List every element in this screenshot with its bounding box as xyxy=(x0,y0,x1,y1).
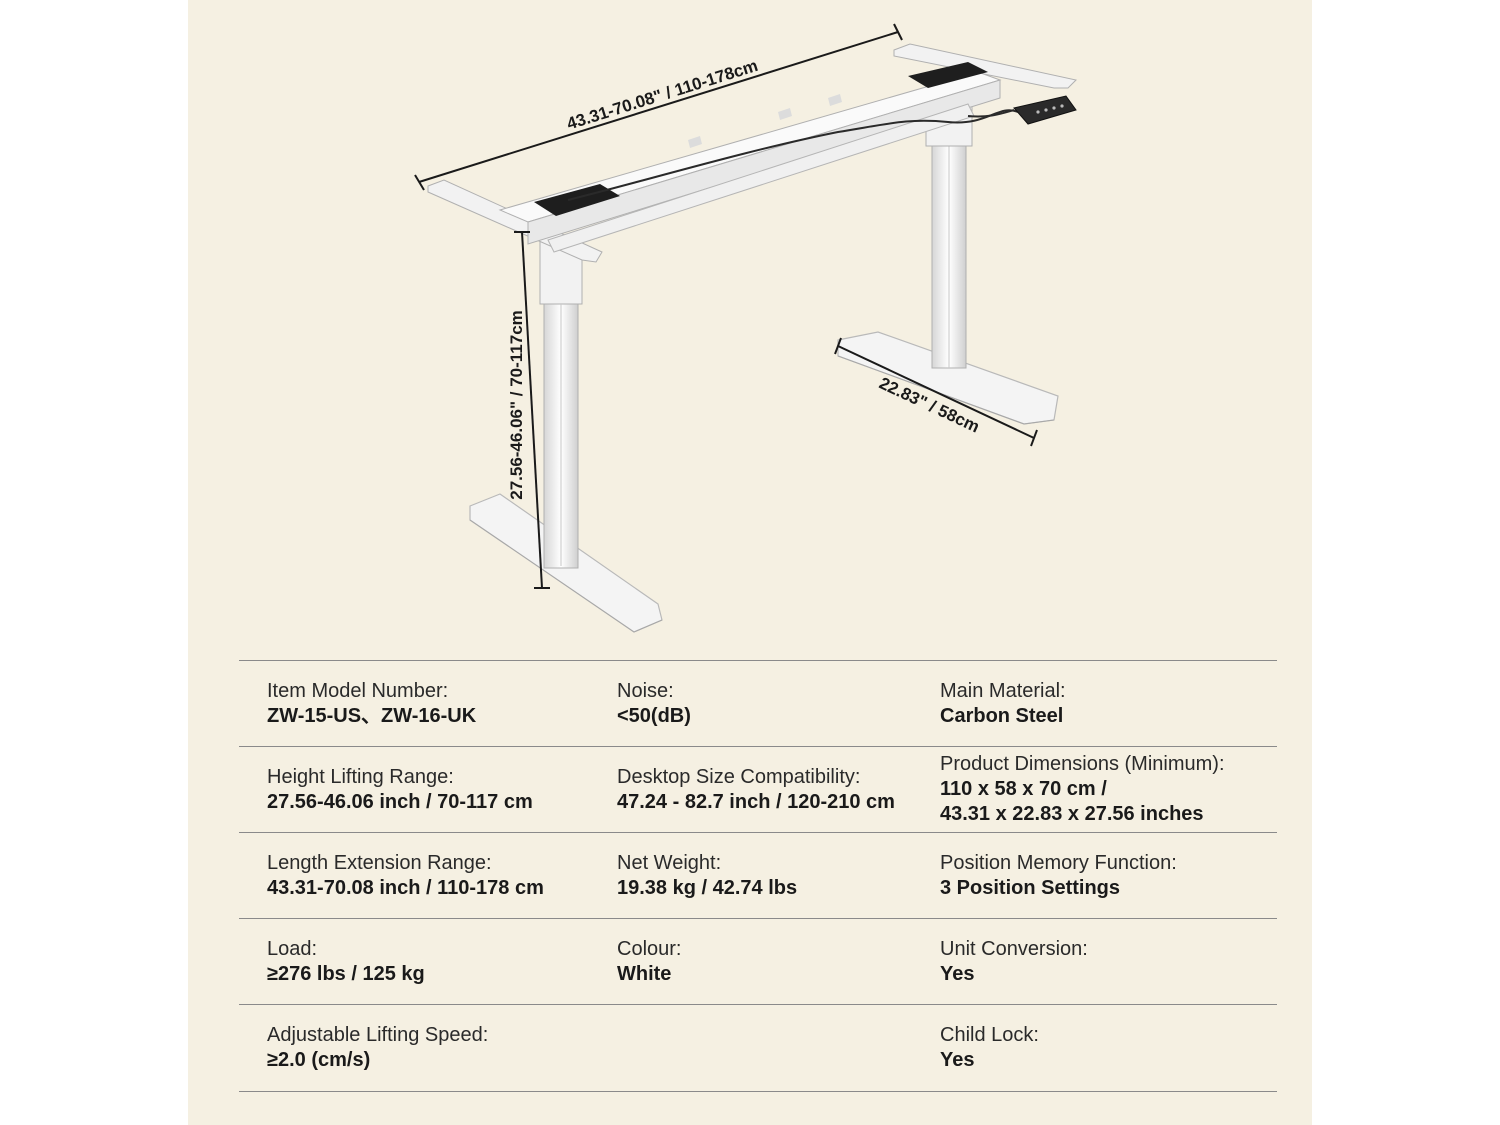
specs-row: Height Lifting Range: 27.56-46.06 inch /… xyxy=(239,746,1277,832)
spec-label: Child Lock: xyxy=(940,1024,1039,1046)
spec-cell: Main Material: Carbon Steel xyxy=(940,661,1277,746)
spec-label: Item Model Number: xyxy=(267,679,449,702)
spec-label: Main Material: xyxy=(940,679,1066,702)
spec-value: ≥2.0 (cm/s) xyxy=(267,1049,371,1071)
specs-row: Length Extension Range: 43.31-70.08 inch… xyxy=(239,832,1277,918)
spec-cell: Product Dimensions (Minimum): 110 x 58 x… xyxy=(940,747,1277,832)
spec-label: Product Dimensions (Minimum): xyxy=(940,753,1225,775)
length-dimension-label: 43.31-70.08" / 110-178cm xyxy=(565,56,761,134)
spec-cell: Position Memory Function: 3 Position Set… xyxy=(940,833,1277,918)
spec-cell: Net Weight: 19.38 kg / 42.74 lbs xyxy=(617,833,937,918)
spec-label: Adjustable Lifting Speed: xyxy=(267,1024,489,1046)
spec-label: Colour: xyxy=(617,937,682,960)
spec-label: Load: xyxy=(267,937,318,960)
height-dimension: 27.56-46.06" / 70-117cm xyxy=(507,231,550,589)
control-panel xyxy=(1013,95,1077,125)
spec-cell: Height Lifting Range: 27.56-46.06 inch /… xyxy=(267,747,607,832)
spec-cell: Noise: <50(dB) xyxy=(617,661,937,746)
specs-row: Load: ≥276 lbs / 125 kg Colour: White Un… xyxy=(239,918,1277,1004)
product-panel: 43.31-70.08" / 110-178cm 27.56-46.06" / … xyxy=(188,0,1312,1125)
spec-label: Height Lifting Range: xyxy=(267,765,454,788)
right-foot xyxy=(837,331,1059,425)
spec-cell xyxy=(617,1005,937,1091)
specs-row: Item Model Number: ZW-15-US、ZW-16-UK Noi… xyxy=(239,660,1277,746)
spec-cell: Unit Conversion: Yes xyxy=(940,919,1277,1004)
spec-value: ZW-15-US、ZW-16-UK xyxy=(267,704,477,727)
spec-value: 110 x 58 x 70 cm / 43.31 x 22.83 x 27.56… xyxy=(940,778,1204,825)
left-leg-column xyxy=(539,239,583,569)
top-frame xyxy=(427,43,1078,263)
spec-value: White xyxy=(617,962,672,985)
spec-value: Carbon Steel xyxy=(940,704,1064,727)
spec-cell: Colour: White xyxy=(617,919,937,1004)
spec-value: ≥276 lbs / 125 kg xyxy=(267,962,425,985)
spec-cell: Length Extension Range: 43.31-70.08 inch… xyxy=(267,833,607,918)
spec-value: 47.24 - 82.7 inch / 120-210 cm xyxy=(617,790,895,813)
desk-frame-illustration: 43.31-70.08" / 110-178cm 27.56-46.06" / … xyxy=(414,23,1078,633)
spec-cell: Adjustable Lifting Speed: ≥2.0 (cm/s) xyxy=(267,1005,607,1091)
spec-cell: Child Lock: Yes xyxy=(940,1005,1277,1091)
spec-value: 43.31-70.08 inch / 110-178 cm xyxy=(267,876,544,899)
specs-table: Item Model Number: ZW-15-US、ZW-16-UK Noi… xyxy=(239,660,1277,1092)
spec-value: Yes xyxy=(940,962,975,985)
specs-row: Adjustable Lifting Speed: ≥2.0 (cm/s) Ch… xyxy=(239,1004,1277,1092)
height-dimension-label: 27.56-46.06" / 70-117cm xyxy=(507,310,526,500)
spec-label: Position Memory Function: xyxy=(940,851,1177,874)
spec-value: 3 Position Settings xyxy=(940,876,1121,899)
spec-value: <50(dB) xyxy=(617,704,691,727)
spec-cell: Item Model Number: ZW-15-US、ZW-16-UK xyxy=(267,661,607,746)
right-leg-column xyxy=(925,97,973,369)
spec-value: 27.56-46.06 inch / 70-117 cm xyxy=(267,790,533,813)
spec-cell: Desktop Size Compatibility: 47.24 - 82.7… xyxy=(617,747,937,832)
spec-value: Yes xyxy=(940,1049,975,1071)
spec-label: Desktop Size Compatibility: xyxy=(617,765,861,788)
spec-label: Net Weight: xyxy=(617,851,722,874)
spec-cell: Load: ≥276 lbs / 125 kg xyxy=(267,919,607,1004)
spec-label: Length Extension Range: xyxy=(267,851,492,874)
spec-value: 19.38 kg / 42.74 lbs xyxy=(617,876,798,899)
spec-label: Unit Conversion: xyxy=(940,937,1088,960)
spec-label: Noise: xyxy=(617,679,674,702)
